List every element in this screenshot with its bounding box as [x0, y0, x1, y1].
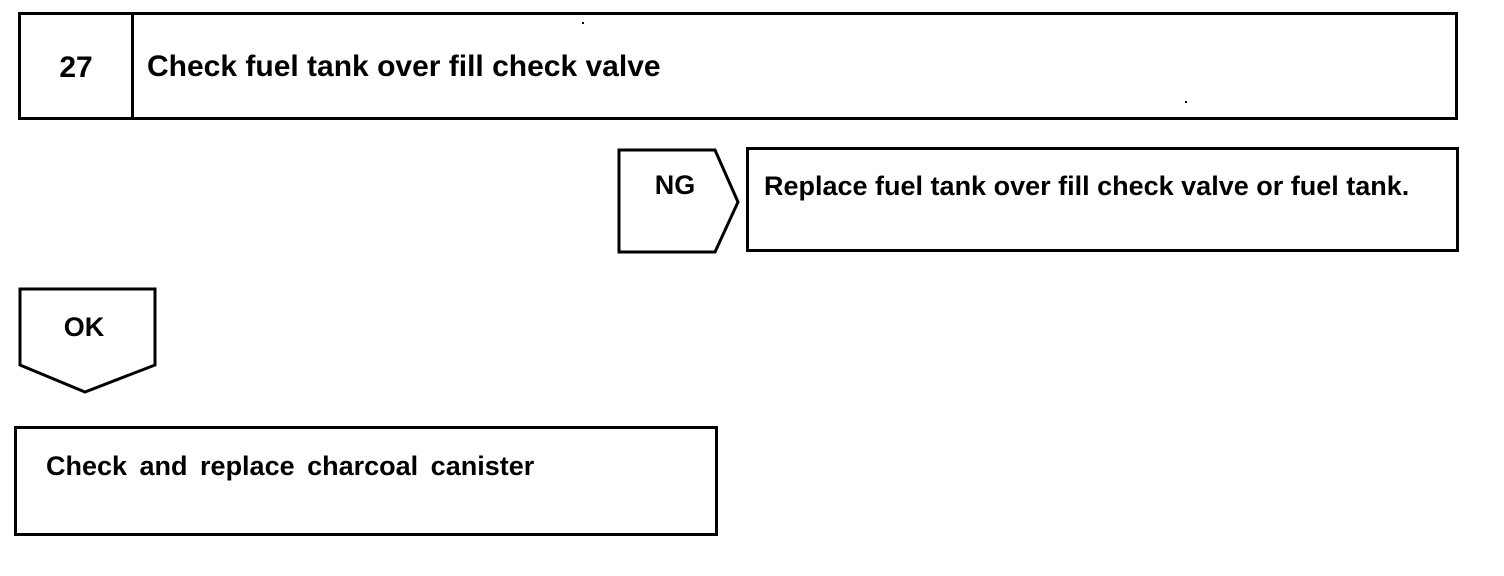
ng-action-box: Replace fuel tank over fill check valve … — [746, 147, 1459, 252]
scan-speck — [1185, 101, 1187, 103]
ng-arrow-icon — [617, 148, 740, 254]
scan-speck — [582, 22, 584, 24]
step-title: Check fuel tank over fill check valve — [147, 50, 661, 83]
ok-label: OK — [63, 312, 105, 342]
ng-label: NG — [654, 170, 696, 200]
ok-arrow-icon — [18, 287, 157, 394]
step-number: 27 — [21, 15, 134, 117]
step-box: 27 Check fuel tank over fill check valve — [18, 12, 1458, 120]
ok-action-box: Check and replace charcoal canister — [14, 426, 718, 536]
